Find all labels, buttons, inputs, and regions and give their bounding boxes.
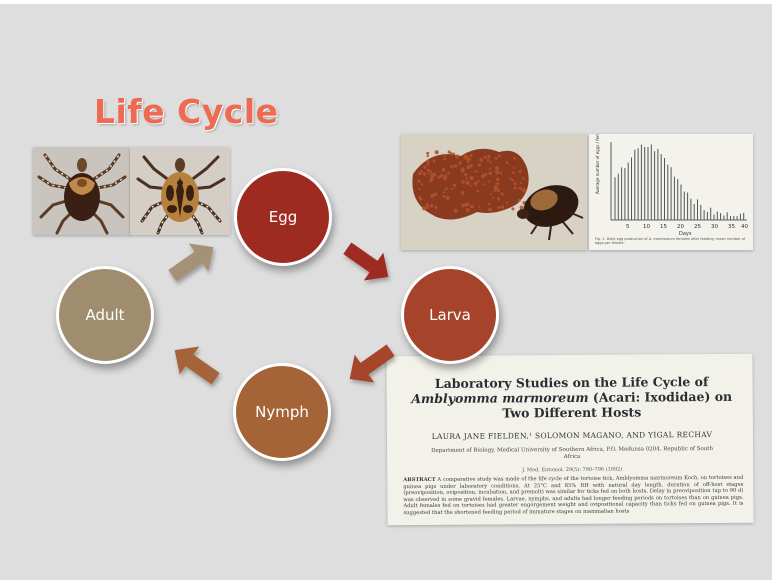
stage-nymph-node: Nymph <box>233 363 331 461</box>
stage-adult-node: Adult <box>56 266 154 364</box>
stage-label: Larva <box>429 306 471 324</box>
arrow-nymph-to-adult <box>165 336 225 393</box>
stage-label: Adult <box>85 306 124 324</box>
arrow-adult-to-egg <box>163 233 223 290</box>
stage-larva-node: Larva <box>401 266 499 364</box>
stage-label: Nymph <box>255 403 309 421</box>
stage-egg-node: Egg <box>234 168 332 266</box>
arrow-larva-to-nymph <box>340 336 400 393</box>
stage-label: Egg <box>269 208 298 226</box>
arrow-egg-to-larva <box>338 234 398 291</box>
